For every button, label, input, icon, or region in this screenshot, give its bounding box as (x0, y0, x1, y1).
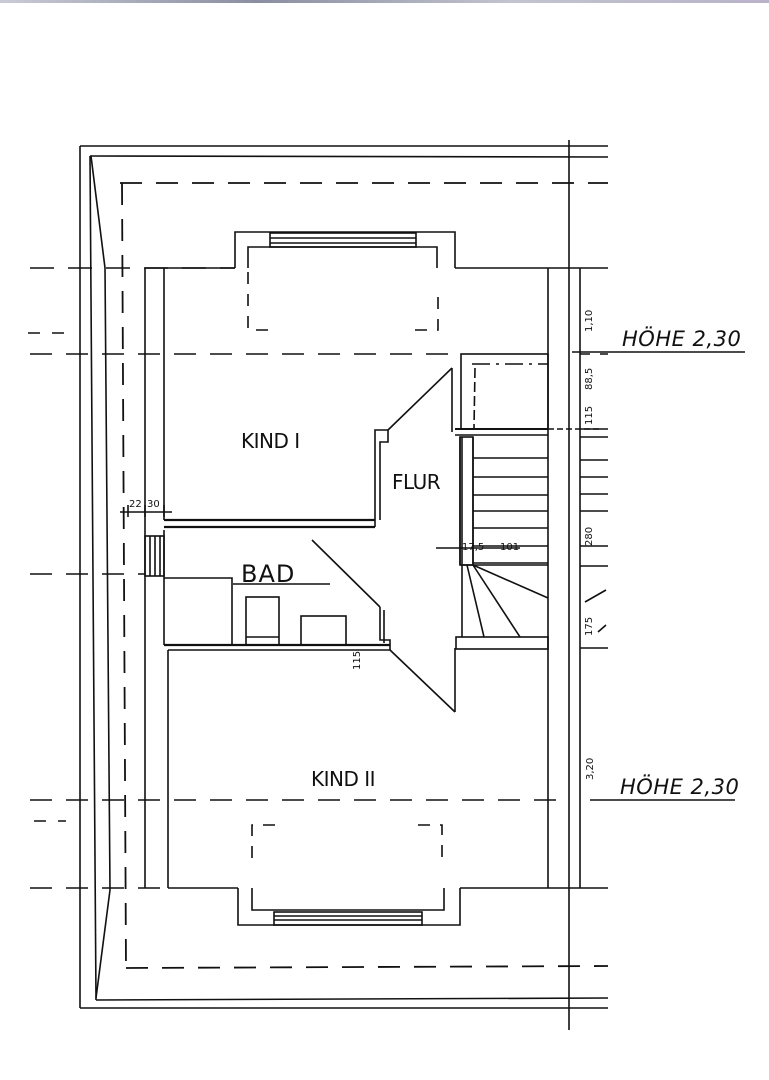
dim-wall-left-b: 30 (147, 499, 160, 510)
dim-wall-left-a: 22 (129, 499, 142, 510)
dim-stair-landing: 17,5 (462, 542, 485, 553)
height-label-upper: HÖHE 2,30 (622, 327, 742, 351)
room-label-kind-2: KIND II (311, 767, 376, 791)
room-label-kind-1: KIND I (241, 429, 300, 453)
dim-bad-wall: 115 (352, 650, 363, 670)
room-label-flur: FLUR (392, 470, 441, 494)
dim-right-6: 3,20 (585, 757, 596, 780)
dim-right-5: 175 (584, 616, 595, 636)
height-label-lower: HÖHE 2,30 (620, 775, 740, 799)
dim-right-1: 1,10 (584, 309, 595, 332)
dim-stair-width: 101 (500, 542, 520, 553)
dim-right-4: 280 (584, 526, 595, 546)
dim-right-3: 115 (584, 405, 595, 425)
scan-edge (0, 0, 769, 3)
room-label-bad: BAD (241, 560, 296, 588)
dim-right-2: 88,5 (584, 367, 595, 390)
